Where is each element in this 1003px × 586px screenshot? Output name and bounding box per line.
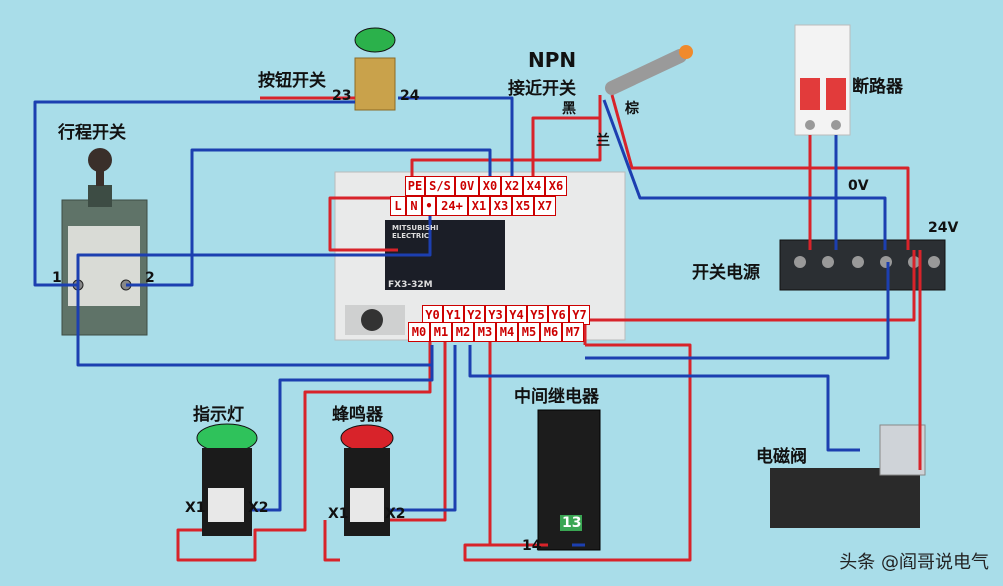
plc-terminal: M0 bbox=[408, 322, 430, 342]
plc-terminal: X6 bbox=[545, 176, 567, 196]
plc-terminal: Y7 bbox=[569, 305, 590, 325]
plc-terminal: Y0 bbox=[422, 305, 443, 325]
solenoid-label: 电磁阀 bbox=[756, 447, 807, 467]
plc-terminal: X4 bbox=[523, 176, 545, 196]
limit-terminal-1: 1 bbox=[52, 270, 62, 286]
buzzer-x2-label: X2 bbox=[385, 506, 406, 522]
plc-brand-label: MITSUBISHI ELECTRIC bbox=[392, 224, 439, 240]
limit-switch-window bbox=[68, 226, 140, 306]
relay-label: 中间继电器 bbox=[514, 387, 599, 407]
limit-switch-roller bbox=[88, 148, 112, 172]
plc-connector bbox=[361, 309, 383, 331]
plc-terminal: 0V bbox=[455, 176, 479, 196]
plc-terminal: M4 bbox=[496, 322, 518, 342]
buzzer-cap bbox=[340, 424, 394, 452]
relay-13-label: 13 bbox=[562, 515, 582, 531]
plc-terminal: N bbox=[406, 196, 422, 216]
button-switch-label: 按钮开关 bbox=[258, 71, 326, 91]
plc-terminal: X7 bbox=[534, 196, 556, 216]
buzzer-label: 蜂鸣器 bbox=[332, 405, 383, 425]
brown-wire-label: 棕 bbox=[625, 101, 639, 117]
npn-title: NPN bbox=[528, 48, 577, 72]
plc-terminal: Y3 bbox=[485, 305, 506, 325]
plc-terminal: X0 bbox=[479, 176, 501, 196]
plc-terminal: • bbox=[422, 196, 436, 216]
plc-out-row2: M0 M1 M2 M3 M4 M5 M6 M7 bbox=[408, 322, 584, 342]
npn-sensor bbox=[605, 45, 693, 95]
terminal-24-label: 24 bbox=[400, 88, 420, 104]
indicator-label: 指示灯 bbox=[193, 405, 244, 425]
terminal-23-label: 23 bbox=[332, 88, 352, 104]
proximity-switch-label: 接近开关 bbox=[508, 79, 576, 99]
plc-terminal: M7 bbox=[562, 322, 584, 342]
solenoid-valve-body bbox=[770, 468, 920, 528]
plc-terminal: X5 bbox=[512, 196, 534, 216]
plc-terminal: X3 bbox=[490, 196, 512, 216]
plc-model-label: FX3-32M bbox=[388, 280, 433, 290]
buzzer-x1-label: X1 bbox=[328, 506, 349, 522]
plc-terminal: S/S bbox=[425, 176, 455, 196]
limit-terminal-2: 2 bbox=[145, 270, 155, 286]
plc-terminal: Y6 bbox=[548, 305, 569, 325]
plc-terminal: Y5 bbox=[527, 305, 548, 325]
watermark: 头条 @阎哥说电气 bbox=[839, 552, 989, 573]
limit-switch-label: 行程开关 bbox=[58, 123, 126, 143]
black-wire-label: 黑 bbox=[562, 101, 576, 117]
relay-14-label: 14 bbox=[522, 538, 542, 554]
red-wires bbox=[176, 94, 922, 562]
blue-wire-label: 兰 bbox=[596, 133, 610, 149]
plc-top-row1: PE S/S 0V X0 X2 X4 X6 bbox=[405, 176, 567, 196]
lamp-x2-label: X2 bbox=[248, 500, 269, 516]
indicator-lamp-cap bbox=[196, 423, 258, 453]
push-button-body bbox=[354, 57, 396, 111]
plc-terminal: M3 bbox=[474, 322, 496, 342]
plc-top-row2: L N • 24+ X1 X3 X5 X7 bbox=[390, 196, 556, 216]
plc-terminal: PE bbox=[405, 176, 425, 196]
zero-volt-label: 0V bbox=[848, 178, 869, 194]
plc-terminal: 24+ bbox=[436, 196, 468, 216]
plc-terminal: M1 bbox=[430, 322, 452, 342]
plc-terminal: X2 bbox=[501, 176, 523, 196]
24v-label: 24V bbox=[928, 220, 959, 236]
breaker-label: 断路器 bbox=[852, 77, 903, 97]
plc-terminal: M2 bbox=[452, 322, 474, 342]
push-button-cap bbox=[354, 27, 396, 53]
plc-terminal: L bbox=[390, 196, 406, 216]
plc-terminal: M5 bbox=[518, 322, 540, 342]
power-supply-label: 开关电源 bbox=[692, 263, 760, 283]
plc-terminal: X1 bbox=[468, 196, 490, 216]
lamp-x1-label: X1 bbox=[185, 500, 206, 516]
plc-terminal: M6 bbox=[540, 322, 562, 342]
